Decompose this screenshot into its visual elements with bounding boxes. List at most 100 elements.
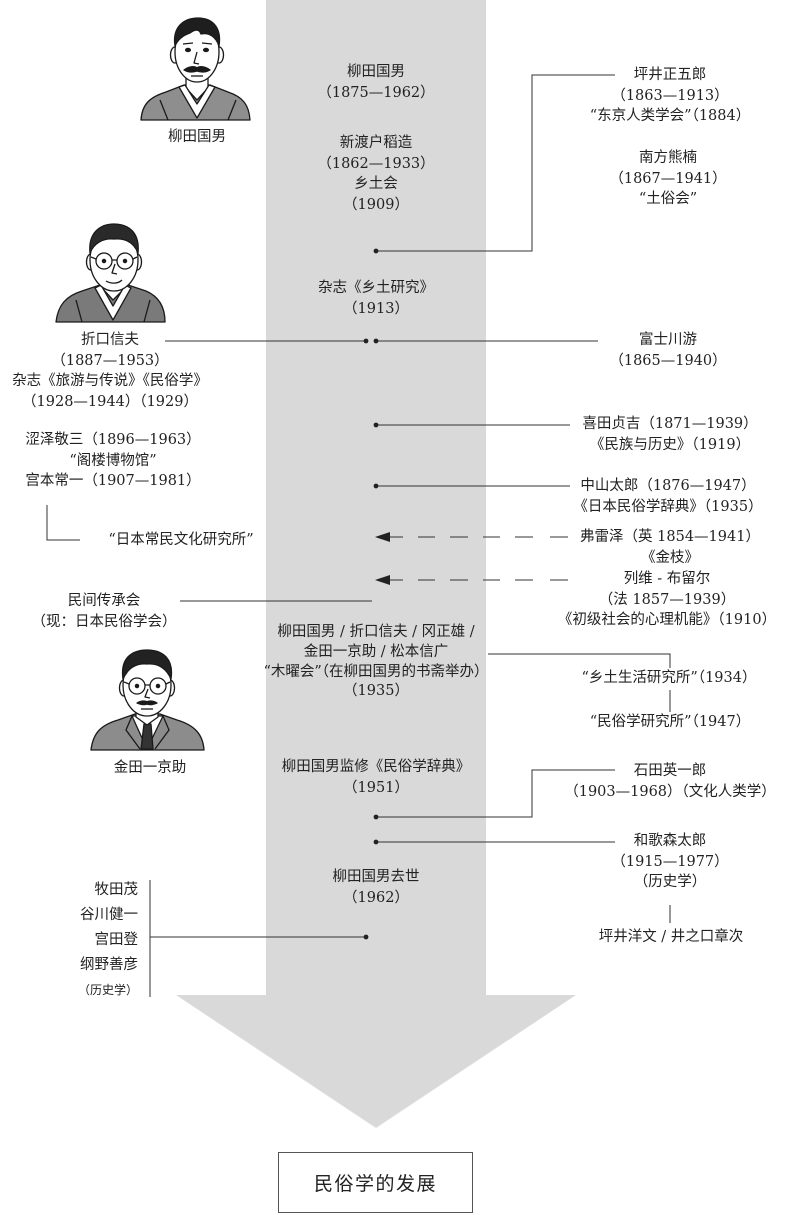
kyodo-seikatsu-institute: “乡土生活研究所”（1934） xyxy=(581,670,757,686)
right-fujikawa: 富士川游 （1865—1940） xyxy=(609,330,726,371)
left-orikuchi: 折口信夫 （1887—1953） 杂志《旅游与传说》《民俗学》 （1928—19… xyxy=(12,330,208,412)
kita-name: 喜田贞吉（1871—1939） xyxy=(582,416,758,432)
diagram-title: 民俗学的发展 xyxy=(313,1173,437,1195)
nakayama-name: 中山太郎（1876—1947） xyxy=(580,478,756,494)
kindaichi-portrait-caption: 金田一京助 xyxy=(113,760,187,776)
orikuchi-years: （1887—1953） xyxy=(51,352,169,369)
right-levy-bruhl: 列维 - 布留尔 （法 1857—1939） 《初级社会的心理机能》（1910） xyxy=(558,569,776,631)
left-shibusawa: 涩泽敬三（1896—1963） “阁楼博物馆” 宫本常一（1907—1981） xyxy=(25,430,200,492)
kindaichi-portrait xyxy=(90,649,205,751)
right-minakata: 南方熊楠 （1867—1941） “土俗会” xyxy=(609,148,726,210)
yanagita-portrait xyxy=(140,17,251,121)
right-tsuboi-shogoro: 坪井正五郎 （1863—1913） “东京人类学会”（1884） xyxy=(590,65,750,127)
minakata-name: 南方熊楠 xyxy=(639,150,697,166)
timeline-band xyxy=(266,0,486,996)
nakayama-book: 《日本民俗学辞典》（1935） xyxy=(573,498,763,515)
center-mokuyokai: 柳田国男 / 折口信夫 / 冈正雄 / 金田一京助 / 松本信广 “木曜会”（在… xyxy=(263,623,488,702)
mokuyokai-members-line2: 金田一京助 / 松本信广 xyxy=(303,643,449,660)
glasses-frame xyxy=(90,256,138,261)
levy-bruhl-name: 列维 - 布留尔 xyxy=(623,571,711,587)
folklore-institute: “民俗学研究所”（1947） xyxy=(589,714,751,730)
right-frazer: 弗雷泽（英 1854—1941） 《金枝》 xyxy=(580,527,760,568)
mokuyokai-year: （1935） xyxy=(343,683,409,700)
successors: 坪井洋文 / 井之口章次 xyxy=(598,929,744,945)
list-item: 牧田茂 xyxy=(94,882,139,898)
tsuboi-years: （1863—1913） xyxy=(611,87,729,104)
right-wakamori: 和歌森太郎 （1915—1977） （历史学） xyxy=(611,831,728,893)
bracket-jomin-institute xyxy=(46,505,80,541)
right-nakayama: 中山太郎（1876—1947） 《日本民俗学辞典》（1935） xyxy=(573,476,762,517)
dot xyxy=(373,422,379,428)
glasses-frame xyxy=(123,681,171,686)
center-death: 柳田国男去世 （1962） xyxy=(333,867,420,908)
nose xyxy=(111,263,118,275)
lapels xyxy=(125,715,170,750)
eyebrows xyxy=(182,42,213,45)
eye xyxy=(202,47,210,53)
orikuchi-name: 折口信夫 xyxy=(81,332,139,348)
minkan-denshokai-name: 民间传承会 xyxy=(67,593,141,609)
death-event: 柳田国男去世 xyxy=(332,869,420,885)
connector-tsuboi xyxy=(376,74,615,252)
minakata-years: （1867—1941） xyxy=(609,170,727,187)
shibusawa-name: 涩泽敬三（1896—1963） xyxy=(25,432,201,448)
eye xyxy=(134,683,140,689)
wakamori-field: （历史学） xyxy=(633,874,707,890)
kyodo-kenkyu-title: 杂志《乡土研究》 xyxy=(318,280,434,296)
attic-museum: “阁楼博物馆” xyxy=(69,452,157,469)
kyodokai-name: 乡土会 xyxy=(354,176,398,192)
nose xyxy=(144,688,151,699)
orikuchi-journal-years: （1928—1944）（1929） xyxy=(22,393,198,410)
levy-bruhl-book: 《初级社会的心理机能》（1910） xyxy=(557,612,777,628)
jomin-institute: “日本常民文化研究所” xyxy=(108,532,254,548)
connector-ishida xyxy=(376,769,615,818)
hair xyxy=(89,223,139,254)
list-item: 宫田登 xyxy=(94,932,139,948)
kyodokai-year: （1909） xyxy=(343,196,409,213)
levy-bruhl-years: （法 1857—1939） xyxy=(598,591,736,608)
ishida-name: 石田英一郎 xyxy=(633,763,707,779)
dictionary-year: （1951） xyxy=(343,779,409,796)
dot xyxy=(363,934,369,940)
list-item: 谷川健一 xyxy=(80,907,138,923)
orikuchi-portrait xyxy=(55,223,166,323)
center-kyodo-kenkyu: 杂志《乡土研究》 （1913） xyxy=(318,278,434,319)
glasses-lens xyxy=(128,677,146,695)
eye xyxy=(122,258,128,264)
kita-journal: 《民族与历史》（1919） xyxy=(589,436,751,453)
glasses-lens xyxy=(116,252,134,270)
center-yanagita: 柳田国男 （1875—1962） xyxy=(317,62,434,103)
junction-dots xyxy=(363,248,379,940)
arrow-left-icon xyxy=(375,532,390,542)
mustache xyxy=(183,66,211,73)
glasses-lens xyxy=(95,252,113,270)
orikuchi-journals: 杂志《旅游与传说》《民俗学》 xyxy=(12,373,208,389)
arrow-left-icon xyxy=(375,575,390,585)
left-minkan-denshokai: 民间传承会 （现：日本民俗学会） xyxy=(32,591,177,632)
kimono-fold xyxy=(75,299,151,323)
dot xyxy=(373,338,379,344)
hair xyxy=(121,649,173,680)
wakamori-years: （1915—1977） xyxy=(611,853,729,870)
eye xyxy=(184,47,192,53)
collar xyxy=(178,84,216,119)
mokuyokai-members-line1: 柳田国男 / 折口信夫 / 冈正雄 / xyxy=(277,624,475,640)
nitobe-name: 新渡户稻造 xyxy=(339,135,413,151)
tsuboi-name: 坪井正五郎 xyxy=(633,67,707,83)
fujikawa-name: 富士川游 xyxy=(639,332,697,348)
kimono-fold xyxy=(159,99,237,121)
wakamori-name: 和歌森太郎 xyxy=(633,833,707,849)
death-year: （1962） xyxy=(343,889,409,906)
ishida-years: （1903—1968）（文化人类学） xyxy=(564,783,776,800)
hair xyxy=(173,17,221,47)
right-ishida: 石田英一郎 （1903—1968）（文化人类学） xyxy=(564,761,776,802)
dot xyxy=(373,839,379,845)
yanagita-portrait-caption: 柳田国男 xyxy=(168,129,226,145)
timeline-arrowhead xyxy=(176,995,576,1128)
mouth xyxy=(105,279,123,284)
dot xyxy=(373,483,379,489)
later-scholars-list: 牧田茂 谷川健一 宫田登 纲野善彦 （历史学） xyxy=(78,878,138,1003)
later-scholars-note: （历史学） xyxy=(77,983,138,997)
